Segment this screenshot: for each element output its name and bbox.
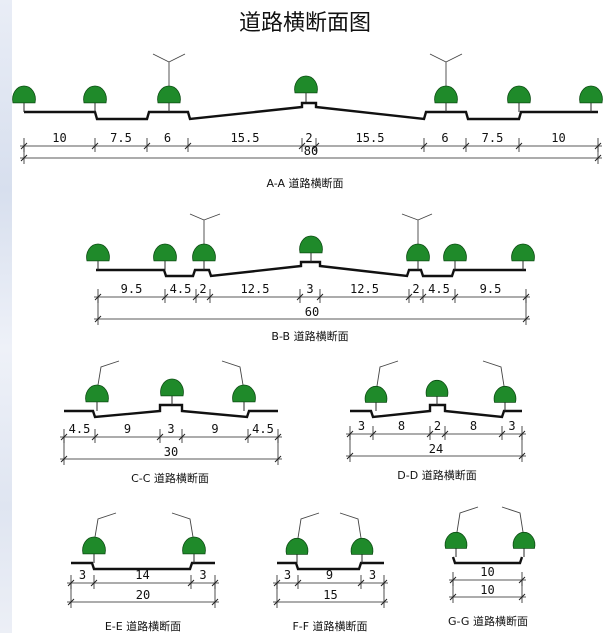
segment-width-label: 3 [199,568,206,582]
total-width-label: 10 [480,583,494,597]
left-edge-strip [0,0,12,633]
section-f-f [277,561,384,571]
tree-icon [294,75,318,102]
segment-width-label: 10 [52,131,66,145]
road-profile [96,260,526,278]
dimension-group: 3 8 2 8 3 24D-D 道路横断面 [346,419,526,482]
diagram-title: 道路横断面图 [239,11,371,36]
segment-width-label: 2 [199,282,206,296]
tree-icon [86,243,110,270]
tree-icon [425,379,449,405]
total-width-label: 30 [164,445,178,459]
dimension-group: 9.5 4.5 2 12.5 3 12.5 2 4.5 9.5 60B-B 道路横断面 [94,282,530,343]
section-caption: C-C 道路横断面 [131,471,209,485]
total-width-label: 20 [136,588,150,602]
segment-width-label: 10 [480,565,494,579]
dimension-group: 10 10G-G 道路横断面 [448,565,528,628]
tree-icon [579,85,603,112]
section-e-e [71,561,215,571]
segment-width-label: 4.5 [252,422,274,436]
segment-width-label: 3 [167,422,174,436]
section-b-b [96,260,526,278]
tree-icon [83,85,107,112]
road-profile [277,561,384,571]
segment-width-label: 2 [412,282,419,296]
road-profile [24,101,598,121]
segment-width-label: 15.5 [231,131,260,145]
dimension-group: 4.5 9 3 9 4.5 30C-C 道路横断面 [60,422,282,485]
segment-width-label: 12.5 [241,282,270,296]
road-profile [71,561,215,571]
dimension-group: 3 14 3 20E-E 道路横断面 [67,568,219,633]
section-caption: E-E 道路横断面 [105,619,181,633]
total-width-label: 15 [323,588,337,602]
segment-width-label: 3 [369,568,376,582]
segment-width-label: 9.5 [121,282,143,296]
section-g-g [451,556,524,565]
tree-icon [152,53,186,112]
segment-width-label: 3 [508,419,515,433]
segment-width-label: 12.5 [350,282,379,296]
tree-icon [85,360,120,411]
segment-width-label: 3 [358,419,365,433]
segment-width-label: 14 [135,568,149,582]
tree-icon [82,512,117,563]
tree-icon [401,213,433,270]
section-caption: A-A 道路横断面 [266,176,343,190]
tree-icon [339,512,374,563]
tree-icon [285,512,320,563]
segment-width-label: 8 [398,419,405,433]
segment-width-label: 10 [551,131,565,145]
section-caption: B-B 道路横断面 [271,329,348,343]
segment-width-label: 8 [470,419,477,433]
section-caption: G-G 道路横断面 [448,614,528,628]
tree-icon [299,235,323,262]
road-profile [451,556,524,565]
tree-icon [443,243,467,270]
tree-icon [482,360,517,411]
section-caption: D-D 道路横断面 [397,468,476,482]
segment-width-label: 2 [434,419,441,433]
tree-icon [511,243,535,270]
road-profile [64,403,278,419]
section-c-c [64,403,278,419]
tree-icon [429,53,463,112]
total-width-label: 24 [429,442,443,456]
segment-width-label: 15.5 [356,131,385,145]
segment-width-label: 3 [306,282,313,296]
dimension-group: 10 7.5 6 15.5 2 15.5 6 7.5 10 80A-A 道路横断面 [20,131,602,190]
total-width-label: 60 [305,305,319,319]
tree-icon [507,85,531,112]
segment-width-label: 4.5 [170,282,192,296]
segment-width-label: 3 [79,568,86,582]
dimension-group: 3 9 3 15F-F 道路横断面 [273,568,388,633]
segment-width-label: 2 [305,131,312,145]
tree-icon [501,506,536,557]
tree-icon [171,512,206,563]
tree-icon [12,85,36,112]
tree-icon [189,213,221,270]
segment-width-label: 6 [164,131,171,145]
segment-width-label: 4.5 [69,422,91,436]
segment-width-label: 9 [326,568,333,582]
segment-width-label: 9.5 [480,282,502,296]
segment-width-label: 9 [211,422,218,436]
segment-width-label: 6 [441,131,448,145]
tree-icon [444,506,479,557]
section-caption: F-F 道路横断面 [292,619,367,633]
segment-width-label: 7.5 [110,131,132,145]
segment-width-label: 7.5 [482,131,504,145]
tree-icon [221,360,256,411]
tree-icon [153,243,177,270]
segment-width-label: 4.5 [428,282,450,296]
total-width-label: 80 [304,144,318,158]
segment-width-label: 9 [124,422,131,436]
tree-icon [160,378,184,405]
tree-icon [364,360,399,411]
section-a-a [24,101,598,121]
segment-width-label: 3 [284,568,291,582]
